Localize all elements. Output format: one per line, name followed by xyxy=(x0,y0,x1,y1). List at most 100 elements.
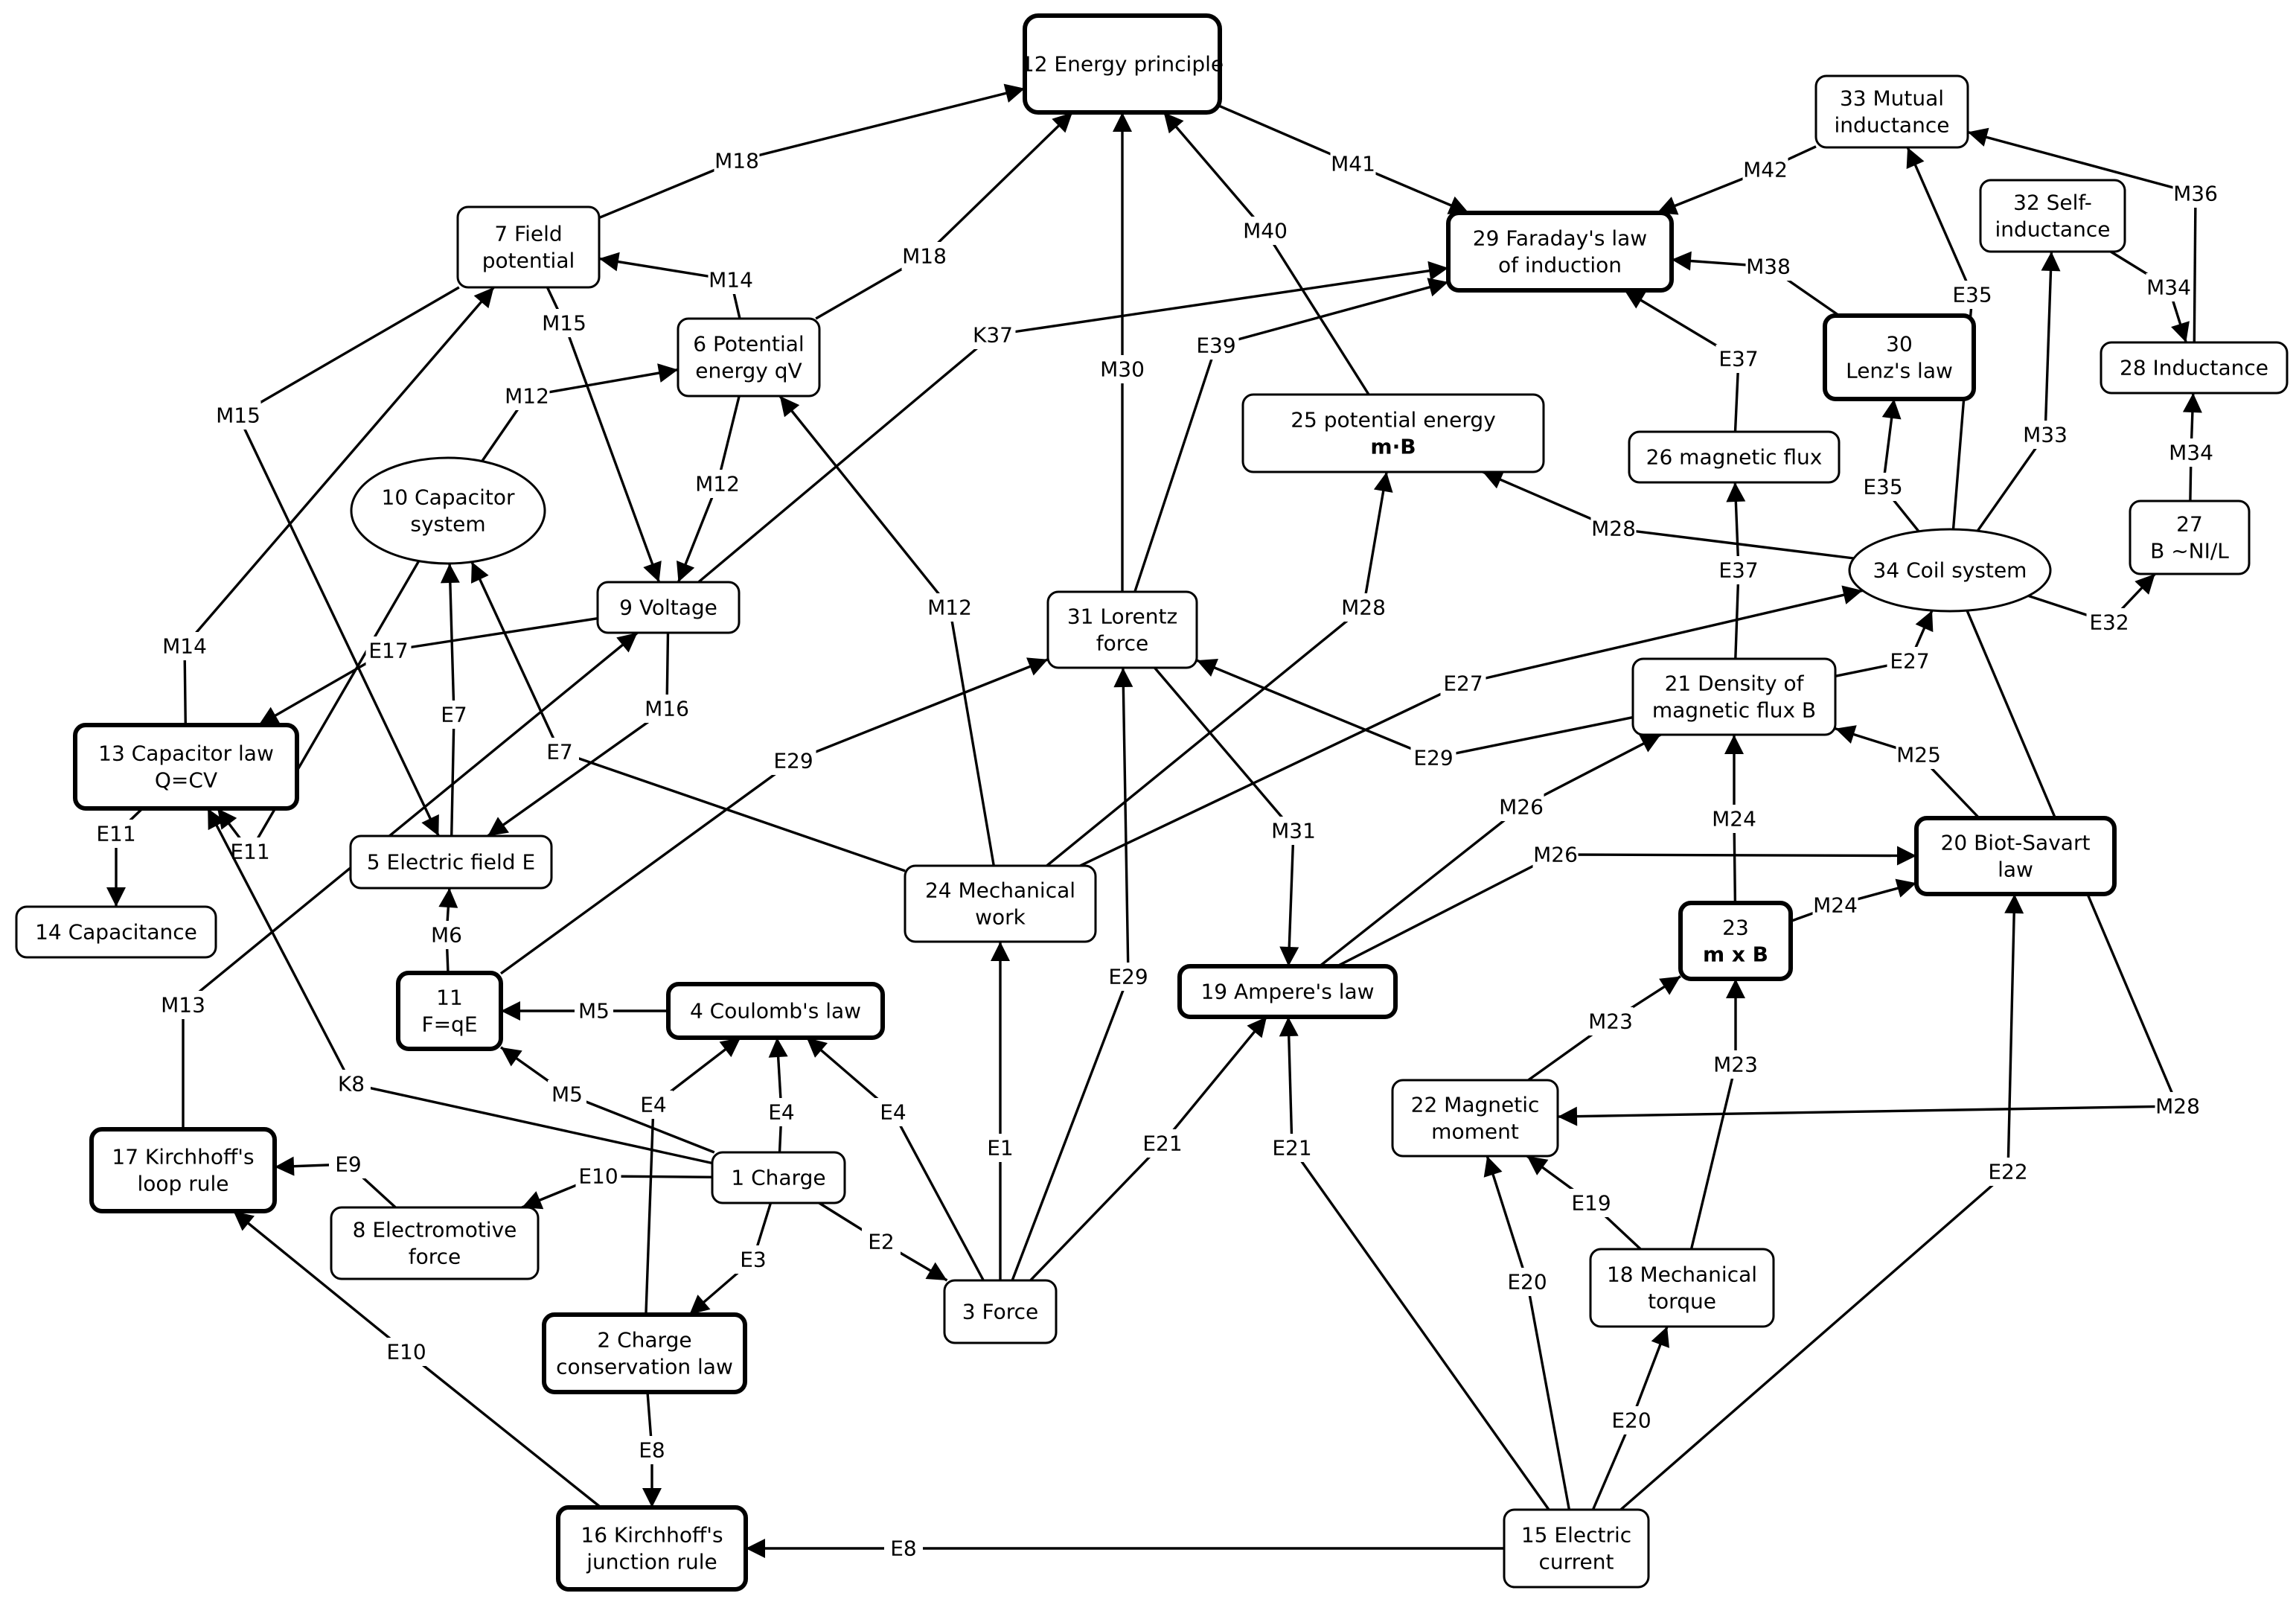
edge-label: E32 xyxy=(2089,610,2129,635)
edge-label: K37 xyxy=(973,323,1013,348)
edge-line-tail xyxy=(1433,715,1634,759)
edge-n16-n17: E10 xyxy=(232,1210,602,1509)
node-box xyxy=(349,834,553,890)
node-label-line: 22 Magnetic xyxy=(1411,1093,1540,1117)
edge-line-head xyxy=(1113,667,1133,977)
edge-label-background xyxy=(862,1228,901,1256)
edge-label: M5 xyxy=(551,1082,583,1107)
edge-line-tail xyxy=(1689,1064,1737,1250)
node-label-line: inductance xyxy=(1995,217,2111,242)
edge-label: M26 xyxy=(1533,843,1578,867)
edge-label-background xyxy=(383,1338,429,1366)
edge-label: M31 xyxy=(1271,819,1316,843)
node-box xyxy=(1814,74,1969,149)
edge-label: E21 xyxy=(1142,1132,1182,1156)
edge-label: E19 xyxy=(1571,1191,1611,1216)
edge-n30-n29: M38 xyxy=(1671,251,1841,317)
node-label-line: 13 Capacitor law xyxy=(98,741,274,766)
edge-label: M28 xyxy=(1591,517,1636,541)
edge-label-background xyxy=(215,401,261,430)
node-label-line: 26 magnetic flux xyxy=(1646,445,1823,470)
edge-label: E1 xyxy=(987,1136,1014,1161)
node-label-line: potential xyxy=(482,249,575,273)
edge-line-tail xyxy=(1526,1281,1571,1510)
node-n27: 27B ~NI/L xyxy=(2129,500,2251,575)
edge-n13-n14: E11 xyxy=(93,807,144,907)
edge-label-background xyxy=(2172,179,2219,208)
edge-line-head xyxy=(992,261,1449,336)
edge-label: E8 xyxy=(890,1536,917,1561)
edge-label-background xyxy=(1812,891,1858,919)
node-label-line: loop rule xyxy=(138,1172,229,1196)
edge-line-tail xyxy=(405,1350,602,1509)
edge-n24-n25: M28 xyxy=(1046,471,1393,867)
node-box xyxy=(1678,901,1793,981)
node-box xyxy=(542,1312,747,1394)
edge-n11-n31: E29 xyxy=(500,657,1049,975)
node-label-line: 20 Biot-Savart xyxy=(1941,831,2091,855)
edge-line-head xyxy=(1196,658,1434,759)
edge-label: E20 xyxy=(1611,1408,1651,1433)
edge-label-background xyxy=(1608,1406,1654,1434)
edge-line-head xyxy=(793,657,1049,762)
edge-label: M34 xyxy=(2169,441,2213,465)
edge-label: M14 xyxy=(709,268,753,293)
node-box xyxy=(1823,313,1976,401)
edge-n6-n9: M12 xyxy=(677,395,741,583)
node-box xyxy=(666,982,885,1040)
edge-label-background xyxy=(970,321,1016,349)
edge-line-head xyxy=(232,1210,408,1353)
edge-line-head xyxy=(1161,1015,1268,1145)
edge-n15-n16: E8 xyxy=(746,1534,1504,1563)
edge-label-background xyxy=(427,921,466,949)
edge-n15-n19: E21 xyxy=(1269,1016,1550,1510)
node-label-line: force xyxy=(1096,631,1149,656)
edge-line-tail xyxy=(1336,853,1556,968)
edge-label-background xyxy=(2022,421,2068,449)
edge-label-background xyxy=(1715,556,1762,584)
edge-label: E9 xyxy=(335,1152,362,1177)
edge-label-background xyxy=(708,266,754,294)
edge-n17-n9: M13 xyxy=(160,631,639,1129)
node-label-line: 15 Electric xyxy=(1521,1523,1631,1548)
node-label-line: B ~NI/L xyxy=(2150,539,2229,564)
edge-n28-n33: M36 xyxy=(1967,127,2219,343)
edge-n31-n12: M30 xyxy=(1099,112,1145,592)
edge-label: E11 xyxy=(230,840,269,864)
edge-label-background xyxy=(1193,331,1239,360)
edge-label-background xyxy=(1715,345,1762,373)
edge-label-background xyxy=(901,242,947,270)
node-label-line: 7 Field xyxy=(494,222,562,246)
edge-line-head xyxy=(1279,1016,1299,1149)
node-label-line: Q=CV xyxy=(155,768,217,793)
edge-n18-n23: M23 xyxy=(1689,979,1759,1250)
edge-n31-n19: M31 xyxy=(1154,666,1317,967)
node-label-line: F=qE xyxy=(421,1012,477,1037)
edge-label: M5 xyxy=(578,999,610,1024)
node-box xyxy=(330,1206,540,1280)
edge-label: E4 xyxy=(640,1093,667,1117)
edge-n3-n19: E21 xyxy=(1029,1015,1268,1282)
edge-label-background xyxy=(1139,1129,1186,1158)
node-box xyxy=(1589,1248,1775,1328)
edge-line-head xyxy=(677,483,719,583)
edge-n6-n12: M18 xyxy=(815,111,1074,320)
edge-label: M6 xyxy=(431,923,462,948)
edge-line-tail xyxy=(1133,345,1218,593)
edge-label-background xyxy=(1568,1189,1614,1217)
edge-n10-n13: E11 xyxy=(216,560,420,866)
edge-line-tail xyxy=(1976,434,2047,532)
edge-line-head xyxy=(526,363,679,398)
edge-label: M12 xyxy=(695,472,740,497)
edge-n7-n9: M15 xyxy=(541,287,662,583)
edge-label-background xyxy=(1742,156,1788,184)
edge-label-background xyxy=(633,1436,671,1464)
edge-label-background xyxy=(634,1091,673,1119)
edge-label: E2 xyxy=(868,1230,895,1254)
